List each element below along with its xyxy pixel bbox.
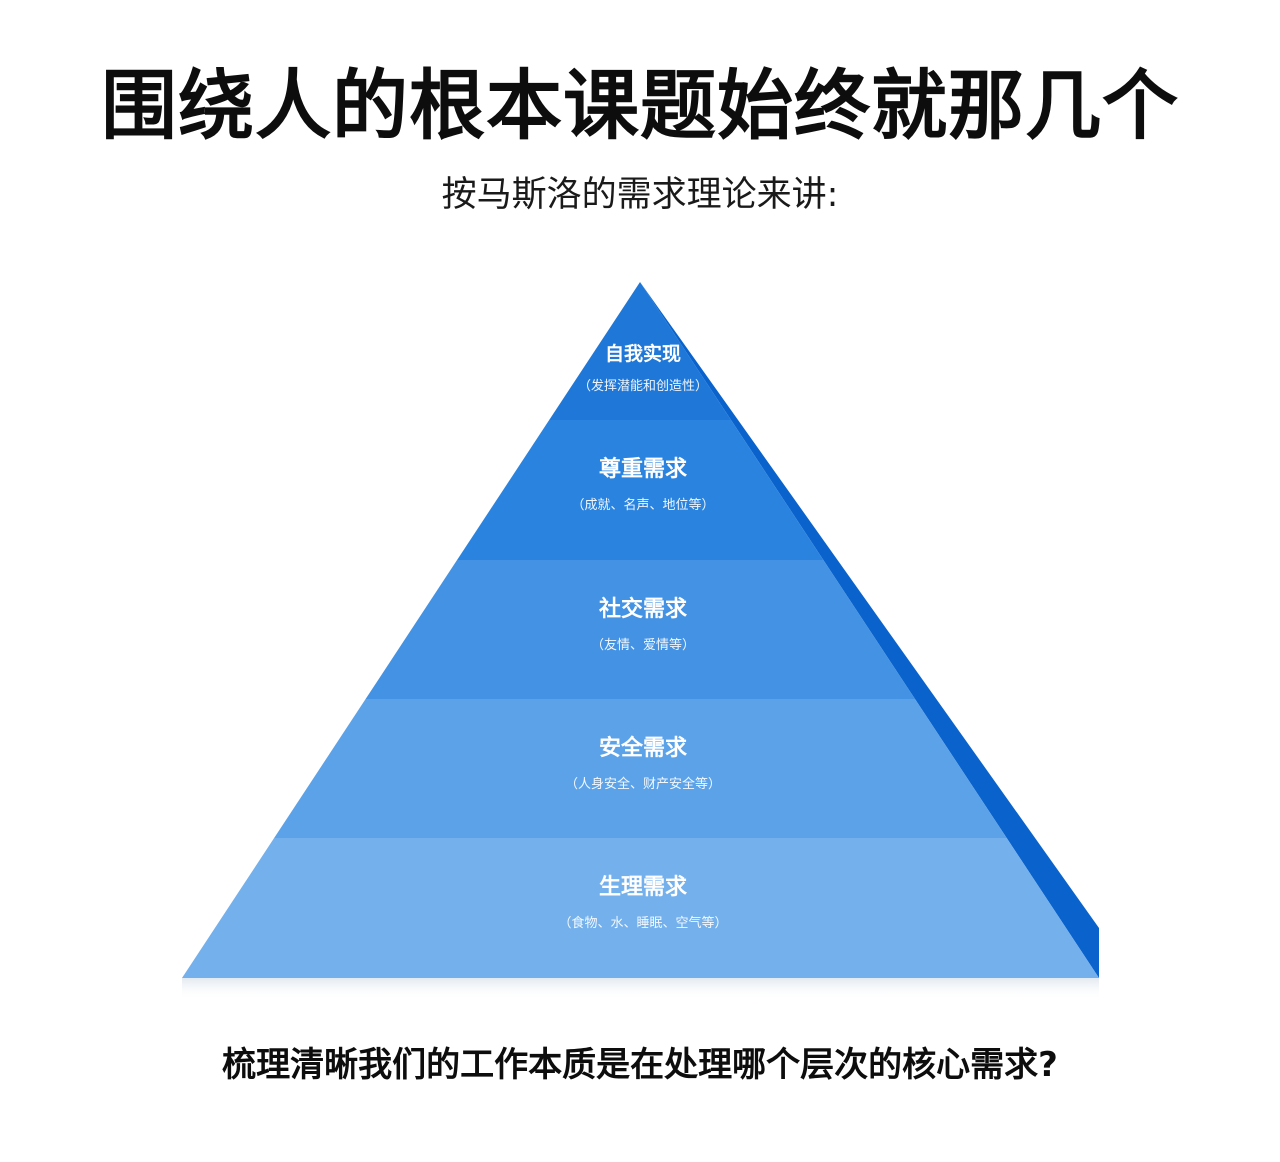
pyramid-level-name: 尊重需求 (599, 456, 687, 482)
pyramid-level-3 (365, 560, 916, 699)
pyramid-level-name: 社交需求 (599, 596, 687, 622)
pyramid-level-name: 生理需求 (599, 875, 687, 900)
pyramid-level-1 (549, 282, 732, 420)
pyramid-level-desc: （发挥潜能和创造性） (578, 378, 708, 394)
page-title: 围绕人的根本课题始终就那几个 (101, 61, 1179, 150)
pyramid-level-4 (274, 699, 1007, 838)
pyramid-level-desc: （友情、爱情等） (591, 637, 695, 653)
pyramid-levels: 自我实现 （发挥潜能和创造性） 尊重需求 （成就、名声、地位等） 社交需求 （友情、爱情等… (182, 282, 1099, 978)
pyramid-level-desc: （人身安全、财产安全等） (565, 776, 721, 792)
pyramid-ground-shadow (182, 978, 1099, 1000)
pyramid-level-2 (457, 420, 824, 560)
pyramid-level-name: 安全需求 (599, 735, 687, 761)
pyramid-level-name: 自我实现 (605, 342, 681, 365)
pyramid-level-5 (182, 838, 1099, 978)
pyramid-level-desc: （食物、水、睡眠、空气等） (558, 915, 727, 931)
bottom-question: 梳理清晰我们的工作本质是在处理哪个层次的核心需求? (222, 1045, 1058, 1085)
pyramid-level-desc: （成就、名声、地位等） (571, 497, 714, 513)
page-subtitle: 按马斯洛的需求理论来讲: (441, 175, 839, 215)
